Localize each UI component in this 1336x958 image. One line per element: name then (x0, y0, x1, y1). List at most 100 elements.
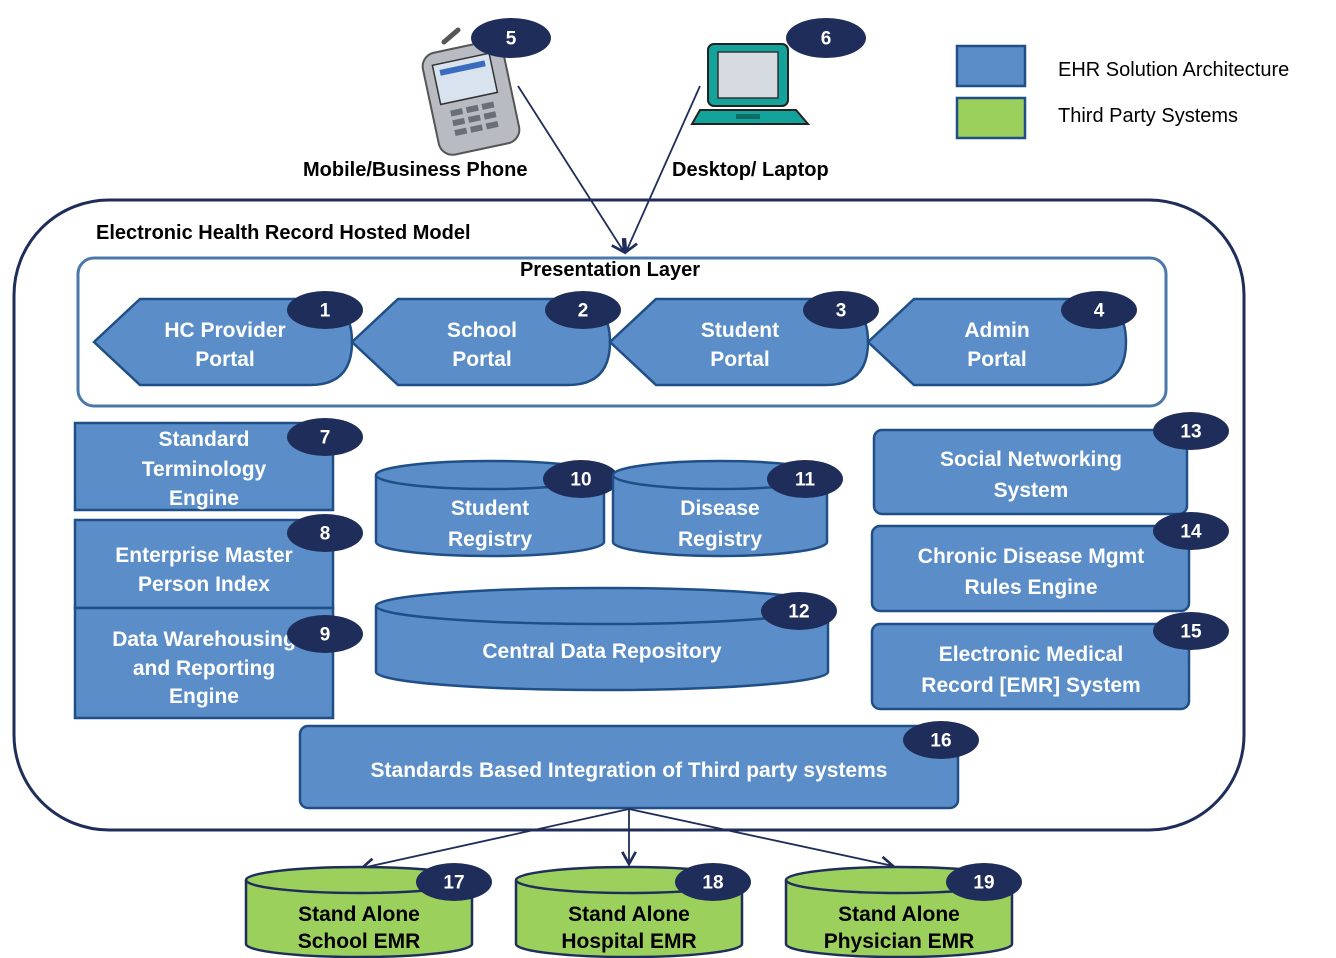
disease-registry[interactable]: Disease Registry 11 (611, 459, 843, 558)
presentation-layer-box (76, 256, 1168, 408)
central-data-repository[interactable]: Central Data Repository 12 (374, 586, 837, 692)
badge-11-number: 11 (795, 470, 816, 491)
badge-7 (287, 418, 363, 456)
badge-8 (287, 514, 363, 552)
emr-label-line1: Stand Alone (838, 903, 960, 926)
enterprise-master-person-index[interactable]: Enterprise Master Person Index 8 (73, 514, 363, 610)
engine-label-line2: Terminology (142, 458, 267, 481)
system-label-line1: Electronic Medical (939, 643, 1123, 666)
engine-label-line2: and Reporting (133, 657, 275, 680)
electronic-medical-record-system[interactable]: Electronic Medical Record [EMR] System 1… (870, 612, 1229, 711)
portal-admin[interactable]: Admin Portal 4 (866, 291, 1137, 387)
arrow-to-physician-emr (628, 808, 893, 866)
badge-5 (471, 18, 551, 58)
student-registry[interactable]: Student Registry 10 (374, 459, 619, 558)
badge-5-number: 5 (506, 29, 517, 50)
badge-16 (903, 721, 979, 759)
badge-13-number: 13 (1180, 422, 1201, 443)
data-warehousing-reporting-engine[interactable]: Data Warehousing and Reporting Engine 9 (73, 606, 363, 720)
chronic-disease-rules-engine[interactable]: Chronic Disease Mgmt Rules Engine 14 (870, 512, 1229, 613)
system-label-line2: System (994, 479, 1069, 502)
badge-10-number: 10 (570, 470, 591, 491)
badge-15 (1153, 612, 1229, 650)
school-emr[interactable]: Stand Alone School EMR 17 (244, 863, 492, 958)
badge-19 (946, 863, 1022, 901)
portal-school[interactable]: School Portal 2 (350, 291, 621, 387)
social-networking-system[interactable]: Social Networking System 13 (872, 412, 1229, 516)
badge-11 (767, 460, 843, 498)
laptop-icon (690, 43, 811, 125)
physician-emr[interactable]: Stand Alone Physician EMR 19 (784, 863, 1022, 958)
badge-3-number: 3 (836, 301, 847, 322)
portal-label-line1: HC Provider (164, 319, 285, 342)
arrow-to-school-emr (362, 808, 630, 868)
badge-18 (675, 863, 751, 901)
presentation-layer-title: Presentation Layer (520, 259, 700, 281)
emr-label-line1: Stand Alone (298, 903, 420, 926)
registry-label-line1: Student (451, 497, 529, 520)
legend-swatch-third-party (955, 96, 1027, 140)
engine-label-line3: Engine (169, 685, 239, 708)
portal-label-line2: Portal (452, 348, 512, 371)
integration-layer[interactable]: Standards Based Integration of Third par… (298, 721, 979, 810)
portal-student[interactable]: Student Portal 3 (608, 291, 879, 387)
registry-label-line2: Registry (448, 528, 532, 551)
portal-label-line2: Portal (195, 348, 255, 371)
portal-hc-provider[interactable]: HC Provider Portal 1 (92, 291, 363, 387)
engine-label-line1: Enterprise Master (115, 544, 292, 567)
laptop-label: Desktop/ Laptop (672, 159, 829, 181)
badge-19-number: 19 (973, 873, 994, 894)
system-label-line1: Social Networking (940, 448, 1122, 471)
legend: EHR Solution Architecture Third Party Sy… (955, 44, 1289, 140)
badge-16-number: 16 (930, 731, 951, 752)
badge-4-number: 4 (1094, 301, 1105, 322)
system-label-line2: Record [EMR] System (921, 674, 1140, 697)
arrow-laptop-to-presentation (626, 85, 701, 252)
badge-17 (416, 863, 492, 901)
badge-15-number: 15 (1180, 622, 1202, 643)
legend-swatch-ehr (955, 44, 1027, 88)
engine-label-line1: Standard (158, 428, 249, 451)
hospital-emr[interactable]: Stand Alone Hospital EMR 18 (514, 863, 751, 958)
mobile-phone-icon (421, 27, 521, 156)
standard-terminology-engine[interactable]: Standard Terminology Engine 7 (73, 418, 363, 512)
badge-14-number: 14 (1180, 522, 1202, 543)
engine-label-line2: Person Index (138, 573, 270, 596)
badge-2 (545, 291, 621, 329)
integration-label: Standards Based Integration of Third par… (371, 759, 888, 782)
badge-4 (1061, 291, 1137, 329)
badge-12 (761, 592, 837, 630)
badge-3 (803, 291, 879, 329)
badge-6 (786, 18, 866, 58)
legend-label-ehr: EHR Solution Architecture (1058, 59, 1289, 81)
badge-1 (287, 291, 363, 329)
badge-2-number: 2 (578, 301, 589, 322)
system-label-line1: Chronic Disease Mgmt (918, 545, 1144, 568)
portal-label-line1: School (447, 319, 517, 342)
engine-label-line1: Data Warehousing (112, 628, 296, 651)
engine-label-line3: Engine (169, 487, 239, 510)
portal-label-line1: Admin (964, 319, 1029, 342)
central-repository-label: Central Data Repository (482, 640, 722, 663)
badge-6-number: 6 (821, 29, 832, 50)
badge-13 (1153, 412, 1229, 450)
emr-label-line2: School EMR (298, 930, 421, 953)
emr-label-line2: Hospital EMR (561, 930, 696, 953)
laptop-device: 6 Desktop/ Laptop (672, 18, 866, 181)
badge-8-number: 8 (320, 524, 331, 545)
arrow-phone-to-presentation (517, 85, 624, 252)
badge-12-number: 12 (788, 602, 809, 623)
system-label-line2: Rules Engine (964, 576, 1097, 599)
emr-label-line1: Stand Alone (568, 903, 690, 926)
portal-label-line2: Portal (967, 348, 1027, 371)
portal-label-line2: Portal (710, 348, 770, 371)
badge-17-number: 17 (443, 873, 464, 894)
badge-7-number: 7 (320, 428, 331, 449)
portal-label-line1: Student (701, 319, 779, 342)
badge-18-number: 18 (702, 873, 723, 894)
legend-label-third-party: Third Party Systems (1058, 105, 1238, 127)
container-title: Electronic Health Record Hosted Model (96, 222, 471, 244)
badge-10 (543, 460, 619, 498)
phone-label: Mobile/Business Phone (303, 159, 527, 181)
